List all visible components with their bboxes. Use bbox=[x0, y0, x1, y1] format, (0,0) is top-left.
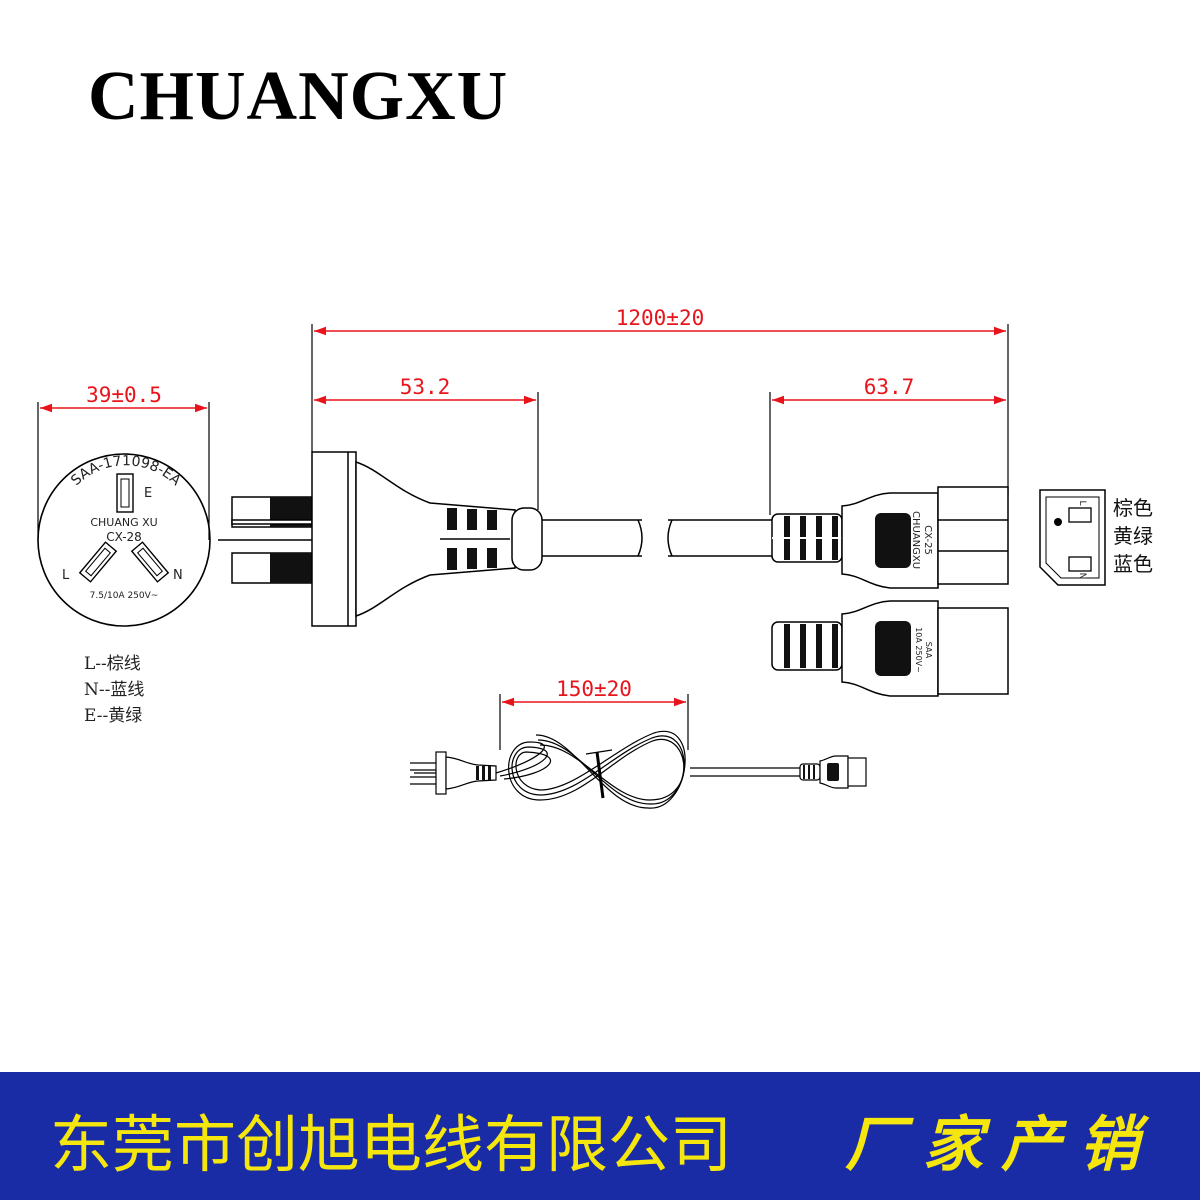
legend-line-neutral: N--蓝线 bbox=[84, 680, 144, 700]
plug-face: SAA-171098-EA E CHUANG XU CX-28 L N 7.5/… bbox=[37, 453, 211, 627]
legend-line-earth: E--黄绿 bbox=[84, 706, 142, 726]
color-legend-brown: 棕色 bbox=[1113, 496, 1153, 520]
plug-diameter-label: 39±0.5 bbox=[86, 383, 162, 407]
neutral-label: N bbox=[173, 568, 183, 583]
rating-text: 7.5/10A 250V~ bbox=[90, 591, 159, 601]
dimension-total-length: 1200±20 bbox=[311, 306, 1009, 495]
color-legend-yellow-green: 黄绿 bbox=[1113, 524, 1153, 548]
wire-legend: L--棕线 N--蓝线 E--黄绿 bbox=[84, 654, 144, 726]
footer-banner: 东莞市创旭电线有限公司 厂家产销 bbox=[0, 1072, 1200, 1200]
connector-face: L N bbox=[1039, 489, 1106, 586]
plug-length-label: 53.2 bbox=[400, 375, 451, 399]
connector-mark-approval: SAA bbox=[924, 642, 933, 659]
plug-side-view bbox=[218, 451, 772, 627]
connector-color-legend: 棕色 黄绿 蓝色 bbox=[1113, 496, 1153, 576]
maker-text: CHUANG XU bbox=[90, 516, 157, 529]
live-pin-slot bbox=[78, 541, 118, 583]
connector-maker-text: CHUANGXU bbox=[910, 511, 921, 569]
legend-line-live: L--棕线 bbox=[84, 654, 141, 674]
brand-logo: CHUANGXU bbox=[88, 58, 509, 135]
earth-pin-slot bbox=[116, 473, 134, 513]
model-text: CX-28 bbox=[106, 530, 142, 544]
technical-drawing: 1200±20 53.2 63.7 39±0.5 SAA-171098-EA E… bbox=[37, 306, 1153, 809]
company-name: 东莞市创旭电线有限公司 bbox=[50, 1108, 733, 1181]
coiled-cord-overview bbox=[410, 730, 867, 809]
connector-length-label: 63.7 bbox=[864, 375, 915, 399]
approval-text: SAA-171098-EA bbox=[68, 453, 184, 489]
connector-mark-rating: 10A 250V~ bbox=[914, 627, 923, 673]
face-live-label: L bbox=[1077, 500, 1087, 505]
connector-side-view-alt: SAA 10A 250V~ bbox=[771, 600, 1009, 697]
neutral-pin-slot bbox=[130, 541, 170, 583]
dimension-plug-length: 53.2 bbox=[314, 375, 539, 510]
dimension-connector-length: 63.7 bbox=[769, 375, 1006, 515]
color-legend-blue: 蓝色 bbox=[1113, 552, 1153, 576]
coil-length-label: 150±20 bbox=[556, 677, 632, 701]
total-length-label: 1200±20 bbox=[616, 306, 705, 330]
earth-label: E bbox=[144, 486, 152, 501]
dimension-plug-diameter: 39±0.5 bbox=[37, 383, 210, 540]
face-neutral-label: N bbox=[1077, 573, 1087, 580]
company-slogan: 厂家产销 bbox=[845, 1110, 1157, 1180]
dimension-coil-length: 150±20 bbox=[499, 677, 689, 750]
live-label: L bbox=[62, 568, 70, 583]
connector-model-text: CX-25 bbox=[922, 525, 933, 555]
connector-side-view: CX-25 CHUANGXU bbox=[771, 486, 1009, 589]
